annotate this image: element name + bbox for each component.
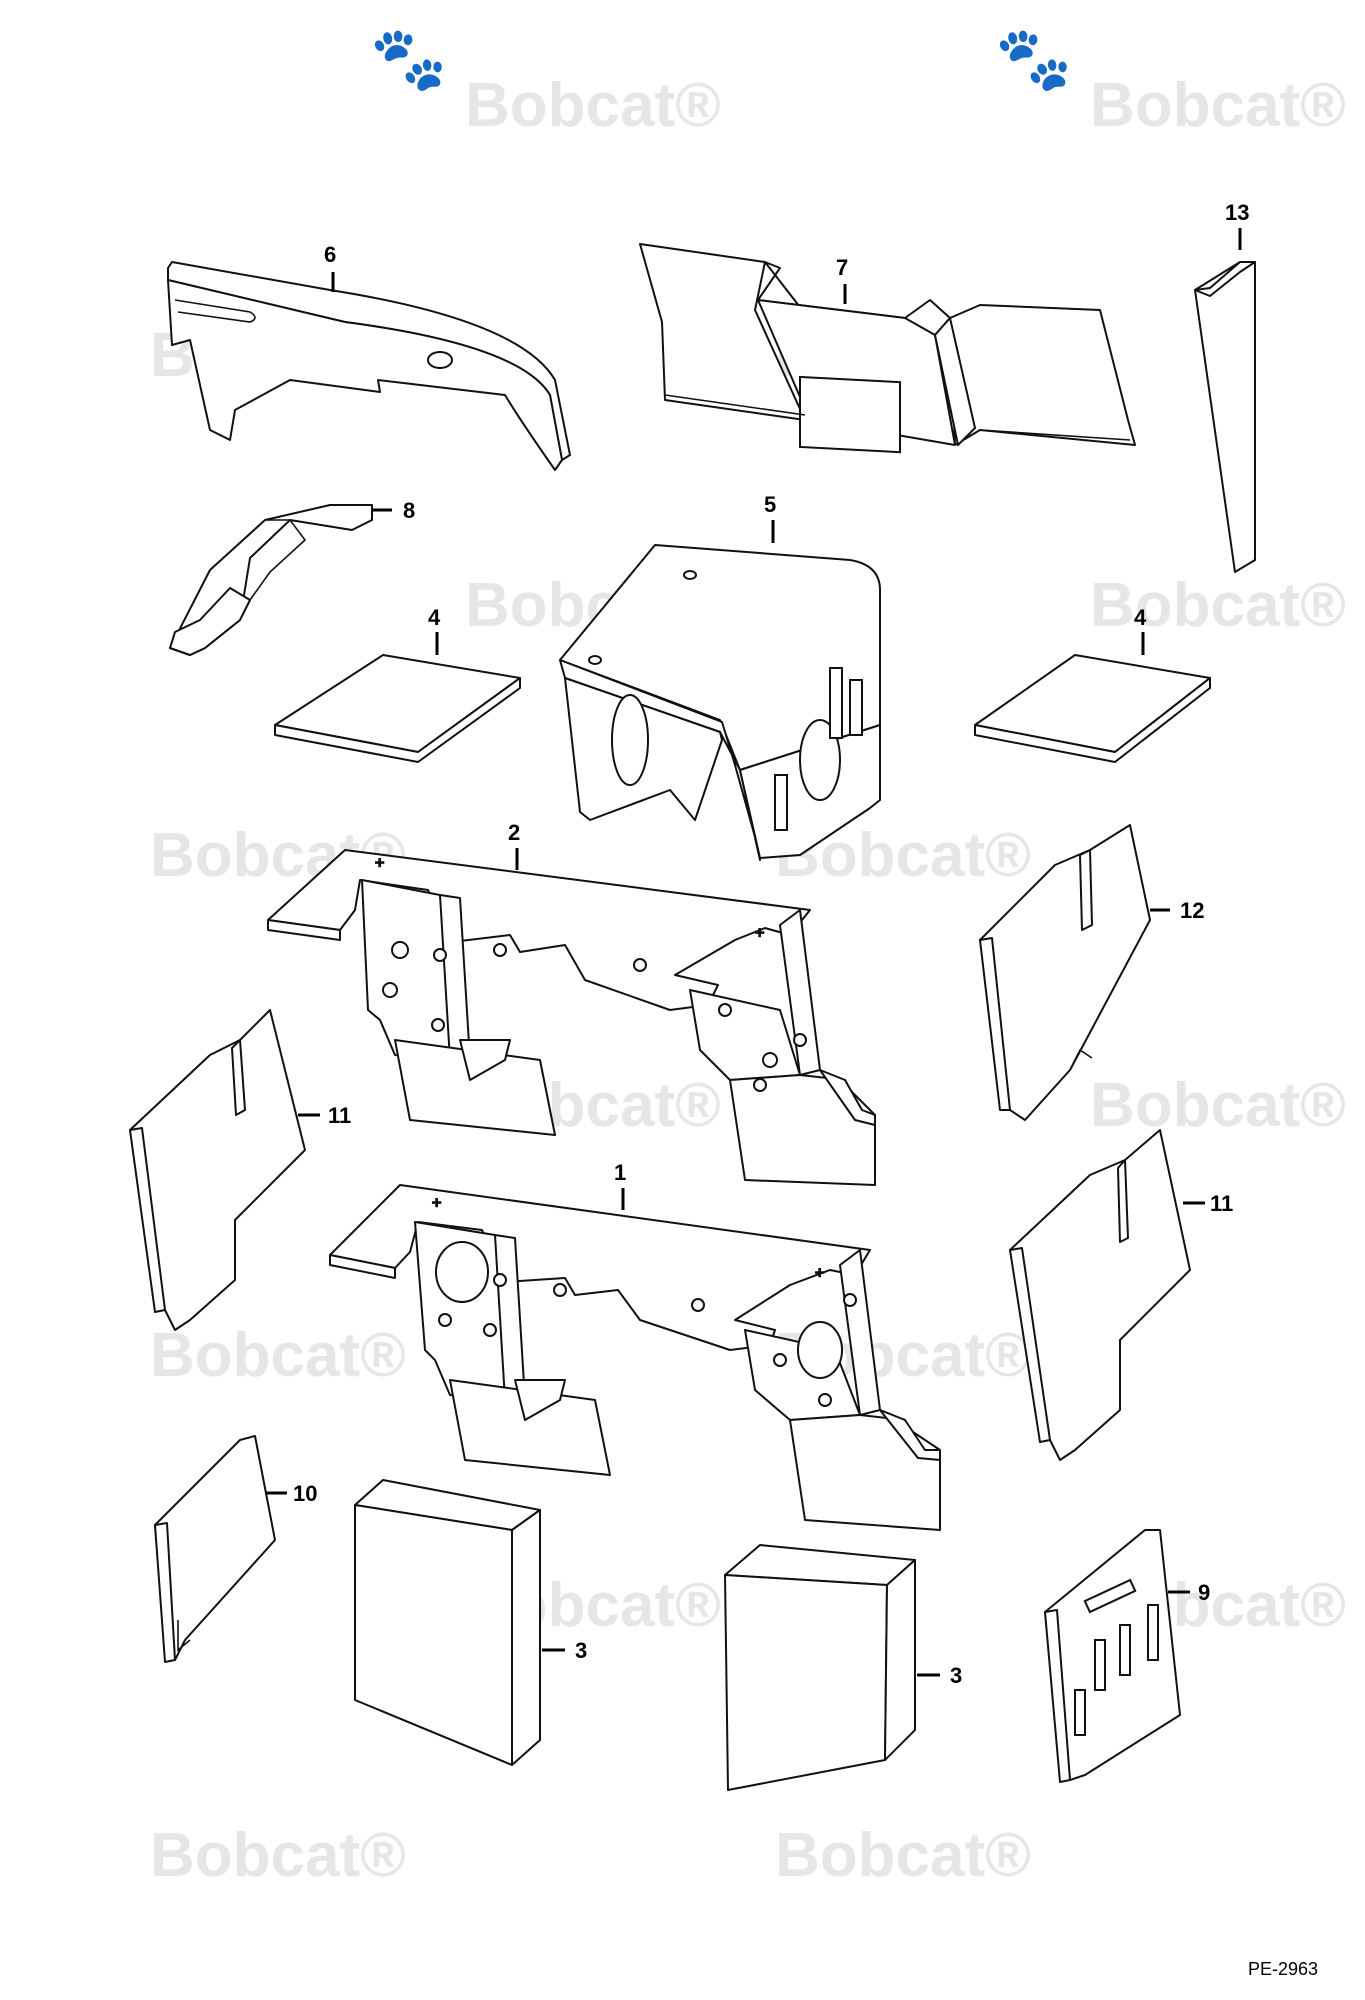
part-4-pad-left[interactable]: 4 — [274, 605, 521, 763]
callout-4-left: 4 — [428, 605, 441, 630]
callout-5: 5 — [764, 492, 776, 517]
callout-12: 12 — [1180, 898, 1204, 923]
part-11-side-panel-left[interactable]: 11 — [129, 1009, 351, 1331]
callout-2: 2 — [508, 820, 520, 845]
drawing-code: PE-2963 — [1248, 1959, 1318, 1979]
part-6-fender-panel[interactable]: 6 — [167, 242, 571, 471]
svg-text:+: + — [432, 1195, 441, 1212]
part-1-lower-frame-plate[interactable]: + + 1 — [329, 1160, 941, 1531]
part-12-side-panel-right[interactable]: 12 — [979, 824, 1204, 1121]
callout-9: 9 — [1198, 1580, 1210, 1605]
watermark: 🐾 Bobcat® — [370, 25, 721, 140]
callout-7: 7 — [836, 255, 848, 280]
watermark-text: Bobcat® — [1090, 571, 1346, 640]
part-4-pad-right[interactable]: 4 — [974, 605, 1211, 763]
svg-text:+: + — [755, 925, 764, 942]
part-5-central-cover[interactable]: 5 — [559, 492, 881, 861]
callout-13: 13 — [1225, 200, 1249, 225]
watermark-text: Bobcat® — [775, 1821, 1031, 1890]
bobcat-logo-icon: 🐾 — [995, 25, 1072, 94]
part-11-side-panel-right[interactable]: 11 — [1009, 1129, 1233, 1461]
watermark-text: Bobcat® — [465, 71, 721, 140]
part-13-vertical-strip[interactable]: 13 — [1194, 200, 1256, 573]
callout-1: 1 — [614, 1160, 626, 1185]
part-2-upper-frame-plate[interactable]: + + 2 — [267, 820, 876, 1186]
callout-10: 10 — [293, 1481, 317, 1506]
part-3-block-right[interactable]: 3 — [724, 1544, 962, 1791]
part-8-angled-bracket[interactable]: 8 — [169, 498, 415, 656]
callout-11-left: 11 — [328, 1103, 351, 1128]
watermark: Bobcat® — [150, 1821, 406, 1890]
watermark-text: Bobcat® — [1090, 1071, 1346, 1140]
callout-6: 6 — [324, 242, 336, 267]
part-10-small-side-panel[interactable]: 10 — [154, 1435, 317, 1663]
bobcat-logo-icon: 🐾 — [370, 25, 447, 94]
callout-8: 8 — [403, 498, 415, 523]
watermark-text: Bobcat® — [150, 1821, 406, 1890]
watermark-text: Bobcat® — [1090, 71, 1346, 140]
svg-text:+: + — [375, 855, 384, 872]
callout-11-right: 11 — [1210, 1191, 1233, 1216]
callout-4-right: 4 — [1134, 605, 1147, 630]
watermark: Bobcat® — [1090, 571, 1346, 640]
watermark: Bobcat® — [775, 1821, 1031, 1890]
watermark: Bobcat® — [150, 1321, 406, 1390]
callout-3-right: 3 — [950, 1663, 962, 1688]
part-7-folded-floor-panel[interactable]: 7 — [639, 243, 1136, 454]
svg-text:+: + — [815, 1265, 824, 1282]
watermark: Bobcat® — [1090, 1071, 1346, 1140]
part-9-slotted-panel[interactable]: 9 — [1044, 1529, 1210, 1783]
callout-3-left: 3 — [575, 1638, 587, 1663]
watermark-text: Bobcat® — [150, 1321, 406, 1390]
part-3-block-left[interactable]: 3 — [354, 1479, 587, 1766]
watermark: 🐾 Bobcat® — [995, 25, 1346, 140]
